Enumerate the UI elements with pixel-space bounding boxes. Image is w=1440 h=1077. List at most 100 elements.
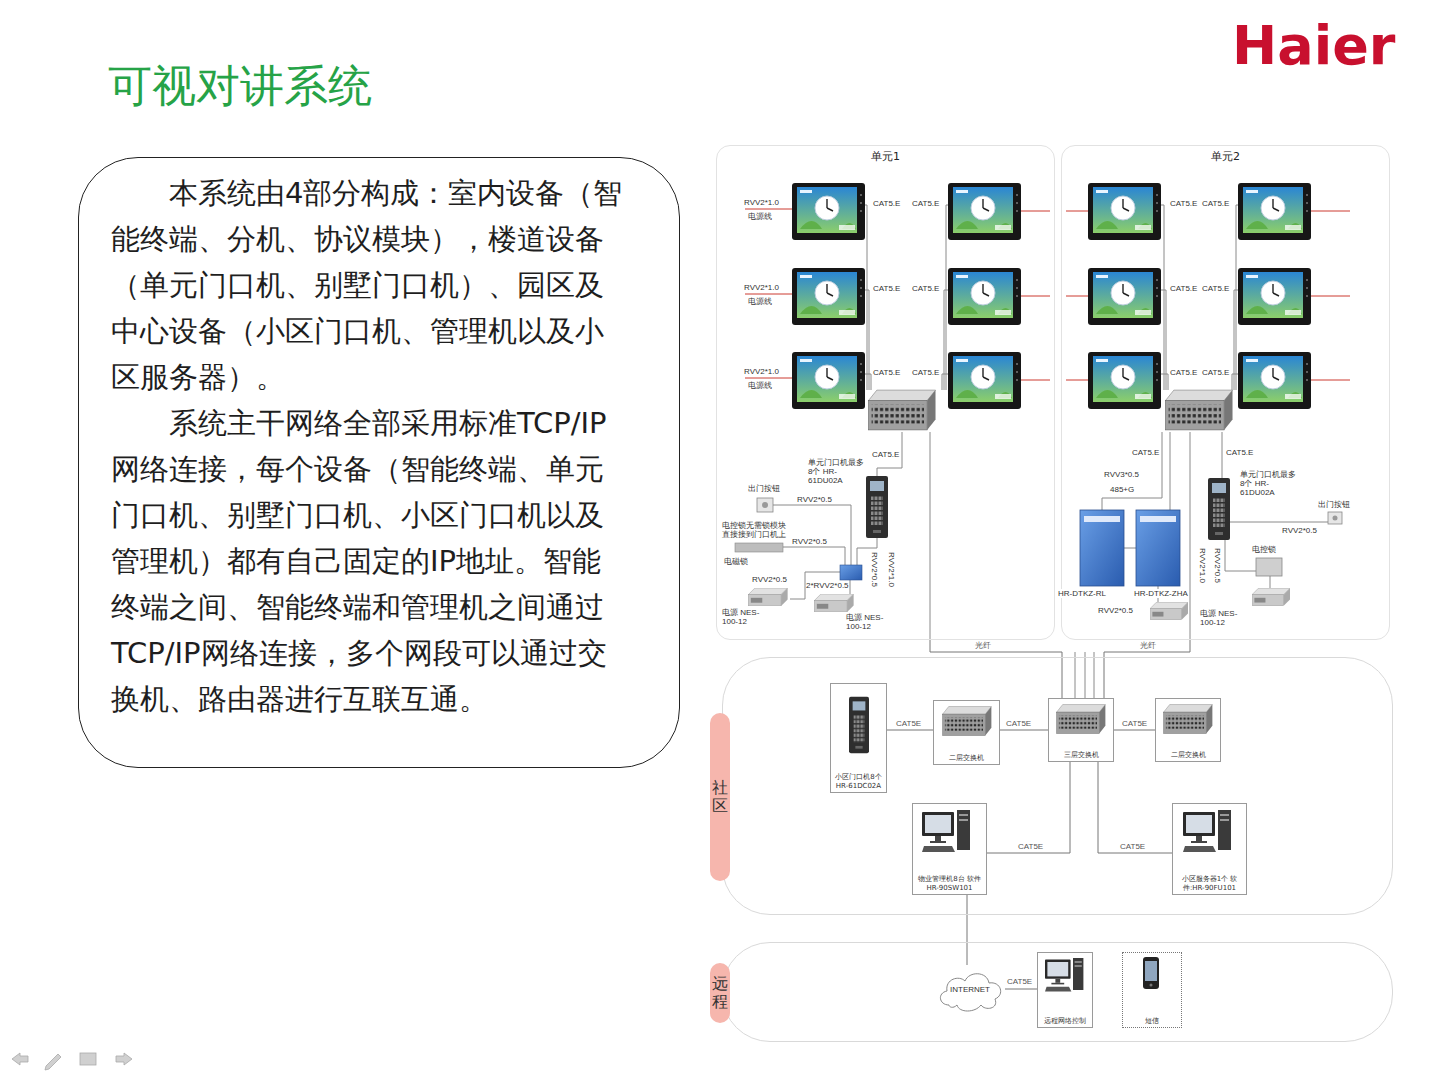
link-label: CAT5E bbox=[1007, 977, 1032, 986]
cable-spec: 485+G bbox=[1110, 485, 1134, 494]
cable-spec: RVV2*0.5 bbox=[1213, 548, 1222, 583]
slide-nav bbox=[12, 1053, 132, 1070]
node-label: 单元2 bbox=[1062, 149, 1389, 164]
node-label: 二层交换机 bbox=[1158, 751, 1218, 759]
switch-box: 二层交换机 bbox=[933, 700, 1000, 765]
cable-spec: CAT5.E bbox=[1226, 448, 1253, 457]
lock-module bbox=[840, 565, 862, 580]
switch-icon bbox=[1057, 705, 1106, 734]
node-label: 物业管理机8台 软件HR-90SW101 bbox=[915, 875, 984, 892]
cable-spec: RVV2*0.5 bbox=[797, 495, 832, 504]
cable-spec: CAT5.E bbox=[912, 199, 939, 208]
link-label: 光纤 bbox=[975, 641, 991, 650]
network-wires bbox=[773, 205, 1328, 698]
link-label: CAT5E bbox=[1006, 719, 1031, 728]
unit-panel: 单元1 bbox=[716, 145, 1055, 640]
power-supply bbox=[748, 588, 787, 606]
network-link bbox=[1000, 730, 1048, 731]
network-link bbox=[967, 895, 968, 965]
cable-spec: CAT5.E bbox=[912, 368, 939, 377]
gate-station bbox=[849, 697, 869, 753]
management-pc-box: 物业管理机8台 软件HR-90SW101 bbox=[912, 803, 987, 895]
exit-button bbox=[1328, 512, 1342, 524]
cable-spec: CAT5.E bbox=[873, 368, 900, 377]
cable-spec: RVV2*1.0 bbox=[744, 198, 779, 207]
cable-spec: CAT5.E bbox=[1170, 368, 1197, 377]
power-wires bbox=[745, 209, 1350, 380]
node-label: INTERNET bbox=[950, 985, 990, 994]
elevator-controller bbox=[1080, 510, 1124, 586]
zone-name: 社区 bbox=[712, 779, 728, 814]
device-note: 出门按钮 bbox=[1318, 500, 1350, 509]
network-link bbox=[1098, 762, 1172, 853]
cable-spec: RVV2*0.5 bbox=[1282, 526, 1317, 535]
cable-spec: CAT5.E bbox=[1202, 284, 1229, 293]
cable-spec: CAT5.E bbox=[912, 284, 939, 293]
switch-box: 二层交换机 bbox=[1155, 698, 1221, 762]
cable-spec: CAT5.E bbox=[873, 284, 900, 293]
cable-spec: CAT5.E bbox=[1132, 448, 1159, 457]
phone-icon bbox=[1143, 957, 1159, 989]
pc-icon bbox=[1045, 958, 1083, 992]
cable-spec: RVV2*0.5 bbox=[792, 537, 827, 546]
core-switch-box: 三层交换机 bbox=[1048, 698, 1114, 762]
device-model: HR-DTKZ-RL bbox=[1058, 589, 1106, 598]
cable-spec: RVV2*0.5 bbox=[870, 552, 879, 587]
power-supply bbox=[1150, 602, 1188, 619]
cable-spec: RVV2*1.0 bbox=[744, 283, 779, 292]
network-link bbox=[1114, 730, 1155, 731]
device-note: 电源 NES-100-12 bbox=[1200, 609, 1250, 627]
link-label: CAT5E bbox=[1018, 842, 1043, 851]
node-label: 三层交换机 bbox=[1051, 751, 1111, 759]
switch-icon bbox=[1164, 705, 1213, 734]
paragraph: 本系统由4部分构成：室内设备（智能终端、分机、协议模块），楼道设备（单元门口机、… bbox=[111, 170, 629, 400]
node-label: 二层交换机 bbox=[936, 754, 997, 762]
gate-station-box: 小区门口机8个 HR-61DC02A bbox=[830, 683, 887, 793]
network-link bbox=[1005, 989, 1037, 990]
unit-switch bbox=[1165, 390, 1232, 430]
power-supply bbox=[1252, 588, 1290, 605]
remote-zone: 远程INTERNET远程网络控制短信 bbox=[722, 942, 1393, 1042]
cable-spec: CAT5.E bbox=[872, 450, 899, 459]
node-label: 远程网络控制 bbox=[1040, 1017, 1090, 1025]
remote-pc-box: 远程网络控制 bbox=[1037, 952, 1093, 1028]
cable-spec: RVV2*1.0 bbox=[887, 552, 896, 587]
zone-tab: 社区 bbox=[710, 713, 730, 881]
device-note: 电控锁 bbox=[1252, 545, 1276, 554]
cable-spec: CAT5.E bbox=[1202, 368, 1229, 377]
exit-button bbox=[757, 498, 773, 512]
door-station bbox=[1208, 478, 1230, 540]
node-label: 短信 bbox=[1125, 1017, 1179, 1025]
device-note: 电源 NES-100-12 bbox=[846, 613, 896, 631]
cable-spec: RVV2*1.0 bbox=[1198, 548, 1207, 583]
node-label: 单元1 bbox=[717, 149, 1054, 164]
power-supply bbox=[814, 594, 853, 612]
node-label: 小区服务器1个 软件:HR-90FU101 bbox=[1175, 875, 1244, 892]
cloud-shape bbox=[940, 974, 1000, 1011]
network-link bbox=[930, 640, 1062, 698]
device-note: 电磁锁 bbox=[724, 557, 748, 566]
brand-logo: Haier bbox=[1232, 16, 1395, 75]
cable-spec: CAT5.E bbox=[1202, 199, 1229, 208]
network-link bbox=[1104, 640, 1190, 698]
elevator-controller bbox=[1136, 510, 1180, 586]
cable-spec: RVV2*0.5 bbox=[752, 575, 787, 584]
device-model: HR-DTKZ-ZHA bbox=[1134, 589, 1188, 598]
node-label: 小区门口机8个 HR-61DC02A bbox=[833, 773, 884, 790]
unit-switch bbox=[868, 390, 935, 430]
unit-panel: 单元2 bbox=[1061, 145, 1390, 640]
cable-spec: RVV3*0.5 bbox=[1104, 470, 1139, 479]
cable-note: 电源线 bbox=[748, 297, 772, 306]
network-link bbox=[987, 762, 1070, 853]
cable-spec: RVV2*1.0 bbox=[744, 367, 779, 376]
link-label: 光纤 bbox=[1140, 641, 1156, 650]
zone-name: 远程 bbox=[712, 975, 728, 1010]
cable-spec: RVV2*0.5 bbox=[1098, 606, 1133, 615]
door-station bbox=[866, 476, 888, 538]
internet-cloud: INTERNET bbox=[935, 965, 1005, 1013]
magnetic-lock bbox=[735, 543, 783, 552]
device-note: 出门按钮 bbox=[748, 484, 780, 493]
electric-lock bbox=[1256, 558, 1282, 576]
controller-panel bbox=[1084, 516, 1120, 522]
